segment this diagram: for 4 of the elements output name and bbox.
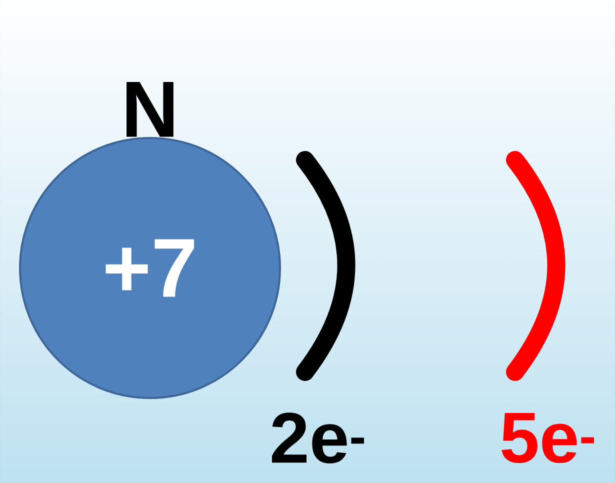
element-symbol: N <box>126 82 174 137</box>
electron-count: 5e$^{-}$ <box>502 412 594 464</box>
nucleus-label: +7 <box>106 239 194 297</box>
electron-count: 2e$^{-}$ <box>272 412 364 464</box>
